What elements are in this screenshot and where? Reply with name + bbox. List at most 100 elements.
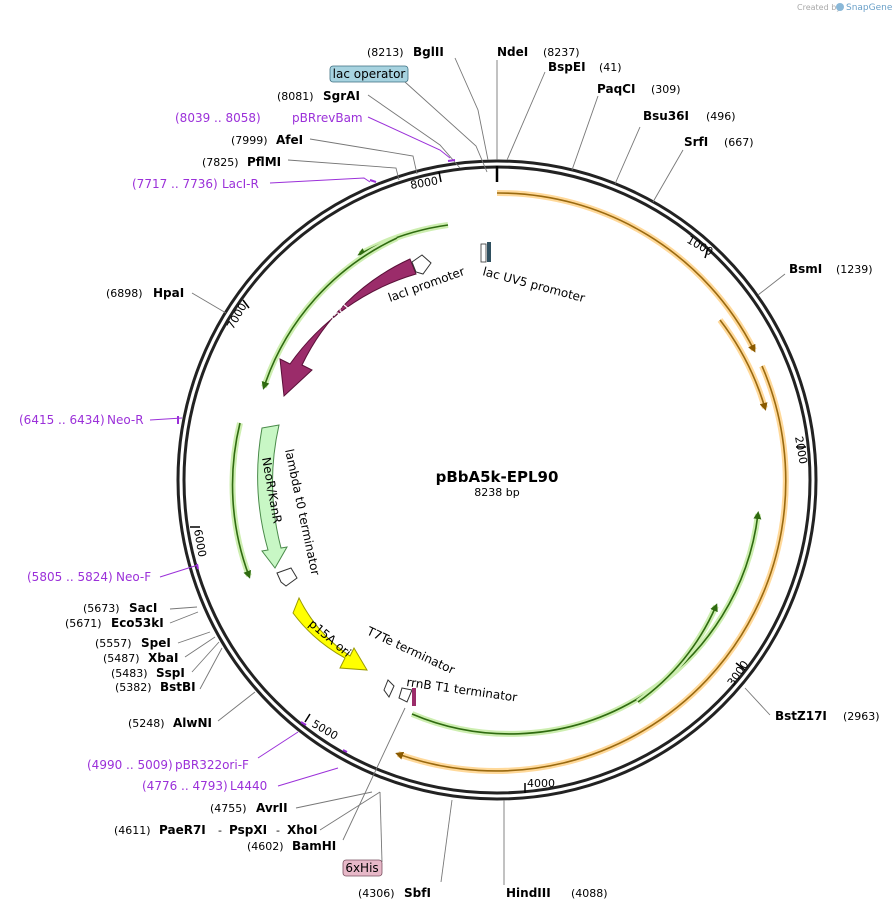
snapgene-brand: SnapGene bbox=[846, 3, 893, 13]
hindiii-label[interactable]: HindIII bbox=[506, 886, 551, 900]
srfi-position: (667) bbox=[724, 136, 754, 149]
paqci-position: (309) bbox=[651, 83, 681, 96]
bglii-position: (8213) bbox=[367, 46, 404, 59]
afei-position: (7999) bbox=[231, 134, 268, 147]
bspei-position: (41) bbox=[599, 61, 622, 74]
sixhis-box[interactable] bbox=[342, 859, 383, 877]
orf-track-inner bbox=[229, 222, 762, 737]
spei-label[interactable]: SpeI bbox=[141, 636, 171, 650]
xbai-position: (5487) bbox=[103, 652, 140, 665]
bstbi-position: (5382) bbox=[115, 681, 152, 694]
bsmi-position: (1239) bbox=[836, 263, 873, 276]
pbrrevbam-range: (8039 .. 8058) bbox=[175, 111, 261, 125]
paer7i-position: (4611) bbox=[114, 824, 151, 837]
eco53ki-label[interactable]: Eco53kI bbox=[111, 616, 164, 630]
pfimi-position: (7825) bbox=[202, 156, 239, 169]
avrii-label[interactable]: AvrII bbox=[256, 801, 288, 815]
sgrai-label[interactable]: SgrAI bbox=[323, 89, 360, 103]
hindiii-position: (4088) bbox=[571, 887, 608, 900]
bamhi-position: (4602) bbox=[247, 840, 284, 853]
laci-feature[interactable] bbox=[279, 258, 417, 398]
leader-lines bbox=[149, 57, 786, 885]
eco53ki-position: (5671) bbox=[65, 617, 102, 630]
snapgene-logo-icon bbox=[836, 3, 844, 11]
rrnb-label: rrnB T1 terminator bbox=[406, 675, 519, 704]
created-by-text: Created by bbox=[797, 3, 841, 12]
primer-marks bbox=[177, 159, 456, 753]
tick-label-3000: 3000 bbox=[725, 658, 752, 688]
pbr322ori-f-range: (4990 .. 5009) bbox=[87, 758, 173, 772]
tick-label-4000: 4000 bbox=[527, 777, 555, 790]
bsmi-label[interactable]: BsmI bbox=[789, 262, 822, 276]
bspei-label[interactable]: BspEI bbox=[548, 60, 586, 74]
p15a-ori-label: p15A ori bbox=[306, 617, 354, 660]
avrii-position: (4755) bbox=[210, 802, 247, 815]
spei-position: (5557) bbox=[95, 637, 132, 650]
laci-r-range: (7717 .. 7736) bbox=[132, 177, 218, 191]
ndei-label[interactable]: NdeI bbox=[497, 45, 528, 59]
paer7i-label[interactable]: PaeR7I bbox=[159, 823, 206, 837]
ndei-position: (8237) bbox=[543, 46, 580, 59]
saci-position: (5673) bbox=[83, 602, 120, 615]
bsu36i-position: (496) bbox=[706, 110, 736, 123]
lambda-t0-label: lambda t0 terminator bbox=[282, 448, 322, 577]
neo-r-range: (6415 .. 6434) bbox=[19, 413, 105, 427]
bstz17i-label[interactable]: BstZ17I bbox=[775, 709, 827, 723]
saci-label[interactable]: SacI bbox=[129, 601, 157, 615]
lacuv5-promoter-label: lac UV5 promoter bbox=[481, 264, 586, 305]
tick-label-5000: 5000 bbox=[310, 717, 341, 742]
lambda-t0-feature[interactable] bbox=[276, 567, 298, 587]
bstbi-label[interactable]: BstBI bbox=[160, 680, 196, 694]
lac-operator-label: lac operator bbox=[333, 67, 406, 81]
pbrrevbam-label[interactable]: pBRrevBam bbox=[292, 111, 363, 125]
sspi-position: (5483) bbox=[111, 667, 148, 680]
srfi-label[interactable]: SrfI bbox=[684, 135, 708, 149]
tick-marks bbox=[190, 171, 806, 793]
xbai-label[interactable]: XbaI bbox=[148, 651, 178, 665]
lac-operator-box[interactable] bbox=[329, 65, 409, 83]
sbfi-label[interactable]: SbfI bbox=[404, 886, 431, 900]
neor-feature[interactable] bbox=[257, 424, 288, 569]
pfimi-label[interactable]: PflMI bbox=[247, 155, 281, 169]
sbfi-position: (4306) bbox=[358, 887, 395, 900]
paqci-label[interactable]: PaqCI bbox=[597, 82, 635, 96]
bstz17i-position: (2963) bbox=[843, 710, 880, 723]
pspxi-label[interactable]: PspXI bbox=[229, 823, 267, 837]
afei-label[interactable]: AfeI bbox=[276, 133, 303, 147]
plasmid-size: 8238 bp bbox=[474, 486, 519, 499]
neo-r-label[interactable]: Neo-R bbox=[107, 413, 144, 427]
rrnb-t1-terminator-feature[interactable] bbox=[398, 687, 416, 706]
plasmid-name: pBbA5k-EPL90 bbox=[436, 468, 559, 486]
tick-label-2000: 2000 bbox=[792, 435, 810, 465]
hpai-label[interactable]: HpaI bbox=[153, 286, 184, 300]
alwni-label[interactable]: AlwNI bbox=[173, 716, 212, 730]
cds-track-outer bbox=[395, 189, 789, 774]
alwni-position: (5248) bbox=[128, 717, 165, 730]
pbr322ori-f-label[interactable]: pBR322ori-F bbox=[175, 758, 249, 772]
sixhis-label: 6xHis bbox=[345, 861, 378, 875]
neo-f-range: (5805 .. 5824) bbox=[27, 570, 113, 584]
tick-label-8000: 8000 bbox=[409, 174, 439, 192]
laci-r-label[interactable]: LacI-R bbox=[222, 177, 259, 191]
p15a-ori-feature[interactable] bbox=[292, 596, 368, 671]
paer7i-sep1: - bbox=[218, 824, 222, 837]
t7te-terminator-feature[interactable] bbox=[383, 679, 395, 698]
tick-label-7000: 7000 bbox=[224, 301, 249, 332]
sgrai-position: (8081) bbox=[277, 90, 314, 103]
tick-label-1000: 1000 bbox=[685, 233, 716, 258]
xhoi-label[interactable]: XhoI bbox=[287, 823, 318, 837]
bglii-label[interactable]: BglII bbox=[413, 45, 444, 59]
t7te-label: T7Te terminator bbox=[364, 624, 457, 677]
hpai-position: (6898) bbox=[106, 287, 143, 300]
tick-label-6000: 6000 bbox=[191, 528, 209, 558]
laci-promoter-feature[interactable] bbox=[411, 254, 432, 275]
sspi-label[interactable]: SspI bbox=[156, 666, 185, 680]
bamhi-label[interactable]: BamHI bbox=[292, 839, 336, 853]
l4440-range: (4776 .. 4793) bbox=[142, 779, 228, 793]
lacuv5-promoter-feature[interactable] bbox=[480, 242, 491, 263]
neo-f-label[interactable]: Neo-F bbox=[116, 570, 151, 584]
paer7i-sep2: - bbox=[276, 824, 280, 837]
l4440-label[interactable]: L4440 bbox=[230, 779, 267, 793]
bsu36i-label[interactable]: Bsu36I bbox=[643, 109, 689, 123]
